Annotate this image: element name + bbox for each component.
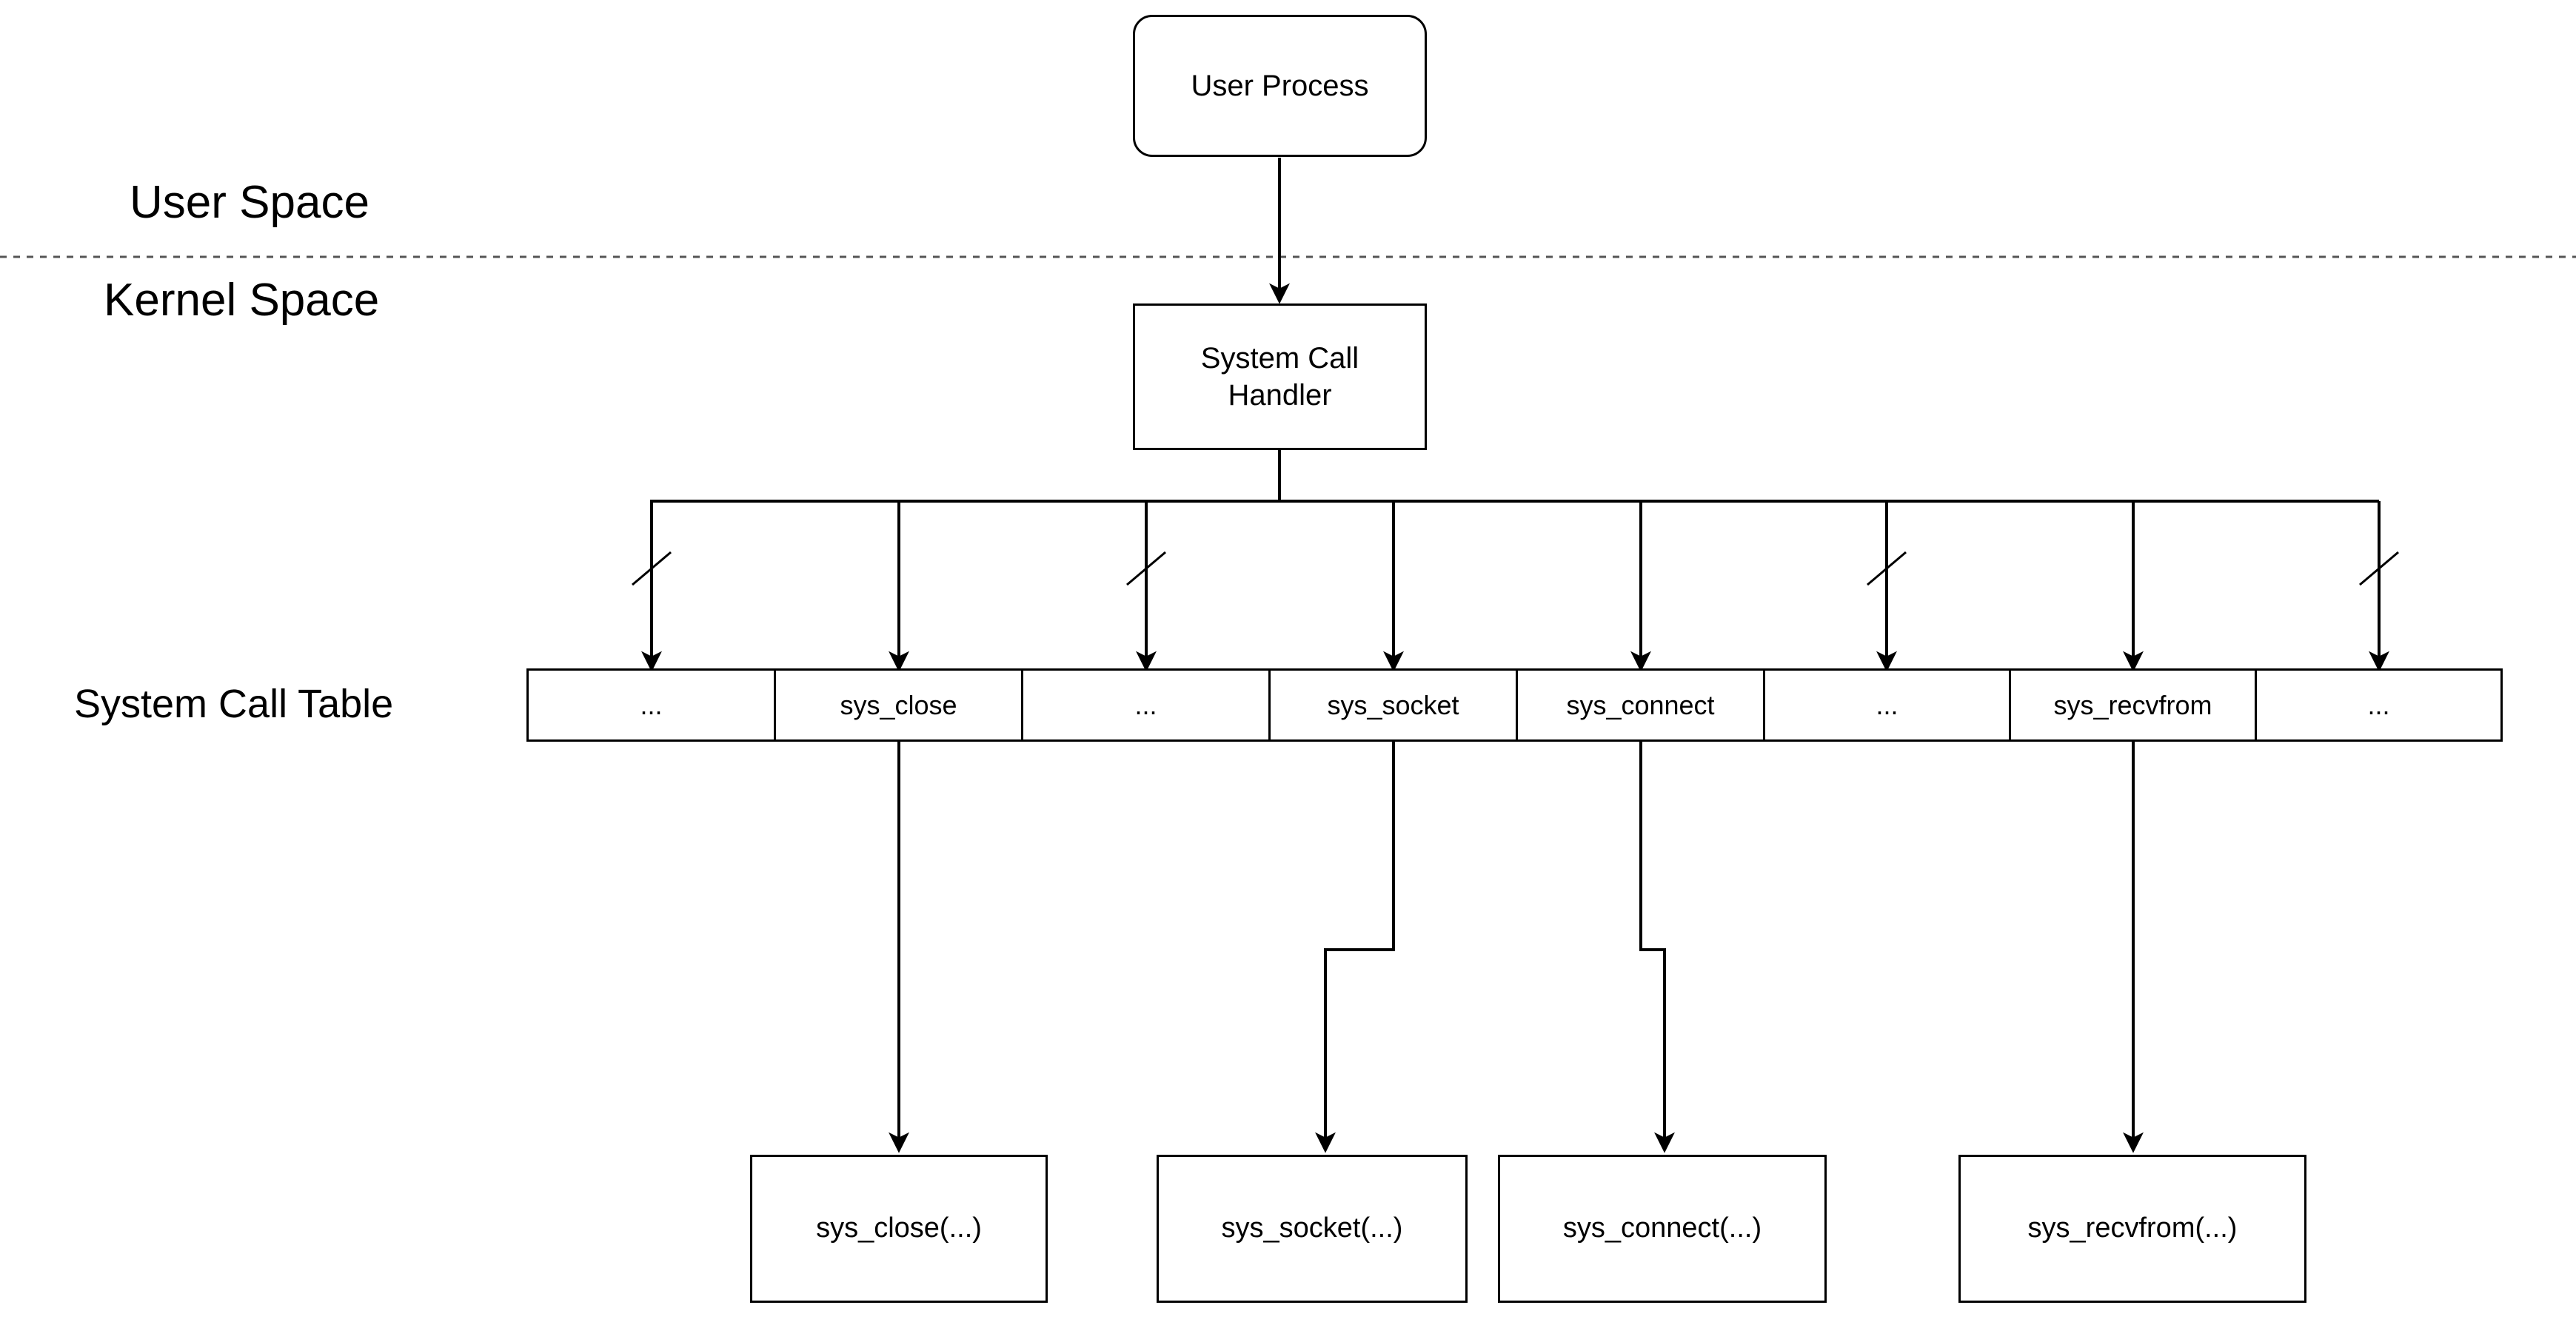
slash-mark-branch-1 — [632, 551, 672, 586]
syscall-table-cell-3[interactable]: sys_socket — [1268, 668, 1518, 742]
syscall-table-cell-label: sys_socket — [1327, 689, 1459, 720]
node-system-call-handler[interactable]: System Call Handler — [1133, 303, 1427, 450]
syscall-table-cell-4[interactable]: sys_connect — [1516, 668, 1765, 742]
node-impl-sys-recvfrom-label: sys_recvfrom(...) — [2027, 1212, 2238, 1244]
system-call-table-label: System Call Table — [74, 682, 394, 726]
syscall-table-cell-label: sys_recvfrom — [2053, 689, 2212, 720]
kernel-space-label: Kernel Space — [104, 275, 380, 326]
syscall-table-cell-5[interactable]: ... — [1763, 668, 2011, 742]
node-impl-sys-close-label: sys_close(...) — [816, 1212, 982, 1244]
syscall-table-cell-label: ... — [2367, 689, 2390, 720]
syscall-table-cell-label: sys_close — [840, 689, 957, 720]
node-user-process-label: User Process — [1191, 70, 1369, 102]
syscall-table-cell-label: ... — [1876, 689, 1898, 720]
node-impl-sys-connect[interactable]: sys_connect(...) — [1498, 1155, 1827, 1303]
edge-sysconnect-to-impl — [1639, 742, 1675, 1153]
syscall-table-cell-6[interactable]: sys_recvfrom — [2009, 668, 2257, 742]
syscall-table-cell-label: sys_connect — [1566, 689, 1715, 720]
syscall-table-cell-2[interactable]: ... — [1021, 668, 1271, 742]
user-space-label: User Space — [130, 177, 369, 228]
edge-syssocket-to-impl — [1315, 742, 1395, 1153]
node-user-process[interactable]: User Process — [1133, 15, 1427, 157]
node-impl-sys-recvfrom[interactable]: sys_recvfrom(...) — [1958, 1155, 2306, 1303]
node-impl-sys-connect-label: sys_connect(...) — [1562, 1212, 1762, 1244]
syscall-table-cell-7[interactable]: ... — [2255, 668, 2503, 742]
node-impl-sys-socket-label: sys_socket(...) — [1221, 1212, 1403, 1244]
syscall-table-cell-label: ... — [1134, 689, 1157, 720]
slash-mark-branch-8 — [2359, 551, 2399, 586]
syscall-table-cell-0[interactable]: ... — [526, 668, 776, 742]
syscall-table-cell-1[interactable]: sys_close — [774, 668, 1023, 742]
node-impl-sys-socket[interactable]: sys_socket(...) — [1157, 1155, 1468, 1303]
syscall-table-cell-label: ... — [640, 689, 663, 720]
slash-mark-branch-3 — [1126, 551, 1166, 586]
slash-mark-branch-6 — [1867, 551, 1907, 586]
handler-label-line-1: System Call — [1200, 342, 1359, 375]
node-system-call-handler-label: System Call Handler — [1135, 340, 1425, 414]
handler-label-line-2: Handler — [1228, 379, 1332, 412]
node-impl-sys-close[interactable]: sys_close(...) — [750, 1155, 1048, 1303]
